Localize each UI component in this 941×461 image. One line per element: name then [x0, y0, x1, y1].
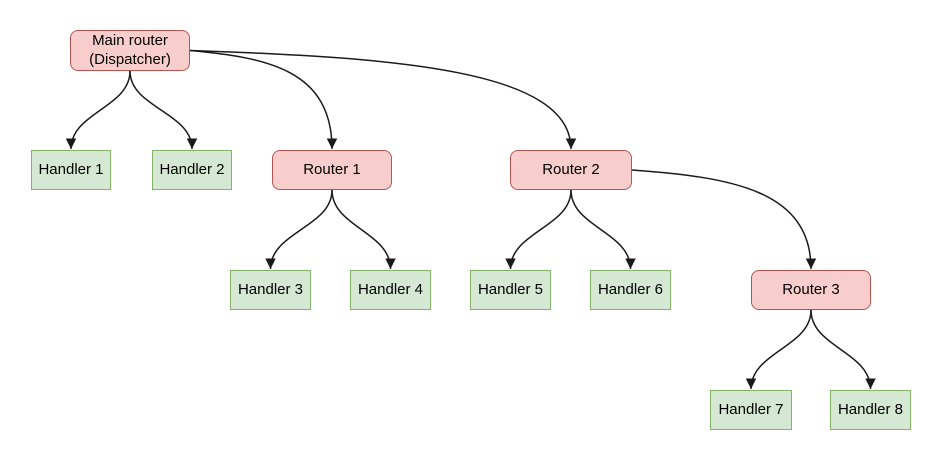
node-label: Router 2: [542, 160, 600, 178]
node-handler-6: Handler 6: [590, 270, 671, 310]
node-router-1: Router 1: [272, 150, 392, 190]
node-handler-3: Handler 3: [230, 270, 311, 310]
edge-r2-to-h5: [505, 189, 572, 270]
node-label: Handler 5: [477, 280, 544, 298]
node-label: Router 1: [303, 160, 361, 178]
node-label: Handler 3: [237, 280, 304, 298]
edge-main-to-h2: [129, 70, 198, 150]
node-handler-4: Handler 4: [350, 270, 431, 310]
node-label: Handler 6: [597, 280, 664, 298]
edge-r1-to-h3: [265, 189, 333, 270]
node-label: Router 3: [782, 280, 840, 298]
node-main-router-dispatcher: Main router (Dispatcher): [70, 30, 190, 71]
node-handler-5: Handler 5: [470, 270, 551, 310]
node-label: Handler 2: [159, 160, 225, 178]
node-handler-2: Handler 2: [152, 150, 232, 190]
node-router-3: Router 3: [751, 270, 871, 310]
edge-r2-to-h6: [570, 189, 636, 270]
edge-main-to-r1: [189, 49, 338, 150]
edge-group: [65, 49, 876, 390]
node-handler-1: Handler 1: [31, 150, 111, 190]
node-label: Handler 1: [38, 160, 104, 178]
node-handler-8: Handler 8: [830, 390, 911, 430]
node-label: Handler 4: [357, 280, 424, 298]
node-label: Handler 8: [837, 400, 904, 418]
node-router-2: Router 2: [510, 150, 632, 190]
node-label: Main router (Dispatcher): [89, 31, 171, 68]
edge-r1-to-h4: [331, 189, 396, 270]
edge-main-to-h1: [65, 70, 131, 150]
edge-r2-to-r3: [631, 169, 817, 270]
edge-r3-to-h8: [810, 309, 876, 390]
edge-r3-to-h7: [745, 309, 812, 390]
node-handler-7: Handler 7: [710, 390, 792, 430]
node-label: Handler 7: [718, 400, 784, 418]
edge-main-to-r2: [189, 49, 577, 150]
